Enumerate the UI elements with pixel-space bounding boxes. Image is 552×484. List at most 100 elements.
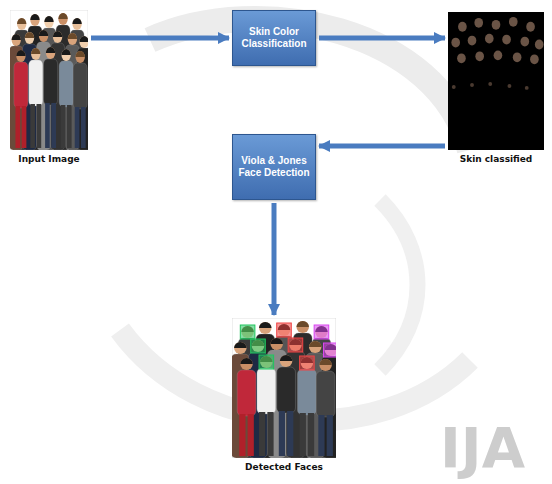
- person-hair: [296, 321, 308, 327]
- skin-region: [494, 50, 503, 60]
- skin-region: [525, 86, 529, 90]
- person-leg: [30, 104, 35, 148]
- watermark-arc: [380, 200, 418, 370]
- person-head: [309, 341, 321, 353]
- person-hair: [234, 342, 246, 348]
- person-head: [31, 48, 40, 60]
- skin-region: [474, 18, 483, 28]
- crowd-figures: [232, 321, 336, 458]
- skin-region: [502, 35, 511, 45]
- face-box: [277, 323, 292, 337]
- person-leg: [300, 413, 306, 456]
- skin-region: [470, 83, 474, 87]
- face-box: [240, 325, 255, 339]
- person-body: [29, 60, 43, 106]
- person-leg: [75, 107, 80, 148]
- photo-ground: [448, 12, 544, 150]
- person-hair: [79, 36, 88, 42]
- photo-ground: [232, 318, 336, 458]
- skin-region: [452, 85, 456, 89]
- person-head: [72, 18, 81, 30]
- person-hair: [31, 48, 40, 54]
- skin-region: [535, 40, 544, 50]
- person-head: [61, 49, 70, 61]
- person-leg: [51, 103, 56, 148]
- skin-region: [509, 17, 518, 27]
- person-leg: [81, 107, 86, 148]
- person-hair: [270, 338, 282, 344]
- face-box: [300, 356, 315, 370]
- person-hair: [68, 33, 77, 39]
- person-hair: [259, 322, 271, 328]
- skin-region: [530, 54, 539, 64]
- person-hair: [46, 47, 55, 53]
- image-panel: Skin classified: [448, 12, 544, 164]
- image-caption: Skin classified: [458, 154, 535, 164]
- face-box: [324, 343, 336, 357]
- person-head: [259, 322, 271, 334]
- person-body: [73, 63, 87, 109]
- person-leg: [37, 104, 42, 148]
- person-hair: [58, 13, 67, 19]
- skin-region: [485, 34, 494, 44]
- photo-illustration: [232, 318, 336, 458]
- image-caption: Input Image: [16, 154, 81, 164]
- person-body: [14, 62, 28, 108]
- face-box: [314, 325, 329, 339]
- process-box: Viola & Jones Face Detection: [232, 134, 316, 200]
- person-head: [58, 13, 67, 25]
- person-head: [30, 14, 39, 26]
- skin-region: [458, 22, 467, 32]
- person-head: [53, 31, 62, 43]
- person-head: [280, 355, 292, 367]
- person-hair: [61, 49, 70, 55]
- person-head: [319, 359, 331, 371]
- person-leg: [327, 415, 333, 456]
- person-hair: [53, 31, 62, 37]
- person-head: [270, 338, 282, 350]
- person-leg: [61, 105, 66, 148]
- image-panel: Input Image: [10, 10, 88, 164]
- box-text: Skin Color Classification: [237, 26, 311, 50]
- skin-region: [475, 51, 484, 61]
- box-text: Viola & Jones Face Detection: [237, 155, 311, 179]
- person-head: [44, 16, 53, 28]
- person-leg: [239, 414, 245, 456]
- skin-region: [451, 38, 460, 48]
- skin-region: [513, 52, 522, 62]
- photo-ground: [10, 10, 88, 150]
- person-hair: [319, 359, 331, 365]
- person-body: [257, 368, 276, 414]
- face-box: [288, 338, 303, 352]
- person-leg: [15, 106, 20, 148]
- photo-illustration: [10, 10, 88, 150]
- crowd-figures: [451, 17, 543, 90]
- skin-region: [508, 84, 512, 88]
- person-hair: [240, 358, 252, 364]
- person-leg: [22, 106, 27, 148]
- flow-arrow: [319, 144, 445, 149]
- skin-region: [457, 53, 466, 63]
- person-body: [316, 371, 335, 417]
- person-leg: [45, 103, 50, 148]
- flow-arrow: [319, 36, 445, 41]
- person-head: [296, 321, 308, 333]
- person-hair: [12, 34, 21, 40]
- person-leg: [259, 412, 265, 456]
- person-head: [12, 34, 21, 46]
- skin-region: [488, 82, 492, 86]
- person-leg: [267, 412, 273, 456]
- person-body: [59, 61, 73, 107]
- person-body: [277, 367, 296, 413]
- image-panel: Detected Faces: [232, 318, 336, 472]
- watermark-arc: [120, 330, 470, 421]
- person-hair: [76, 51, 85, 57]
- skin-region: [492, 20, 501, 30]
- skin-region: [468, 36, 477, 46]
- watermark-text: IJA: [440, 420, 525, 476]
- person-body: [237, 370, 256, 416]
- face-box: [251, 339, 266, 353]
- person-hair: [17, 18, 26, 24]
- person-head: [240, 358, 252, 370]
